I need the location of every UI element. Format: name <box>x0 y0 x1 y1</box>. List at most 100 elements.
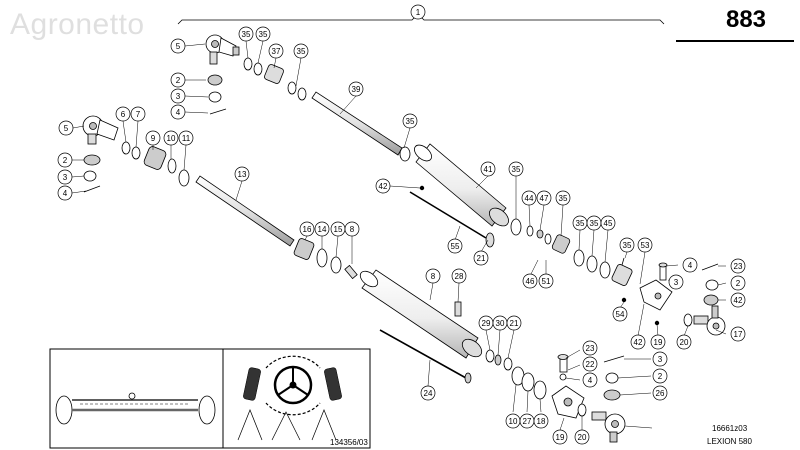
cylinder-tube-41-part <box>414 143 509 227</box>
part-callout: 16 <box>299 221 315 237</box>
part-callout-number: 10 <box>167 134 176 143</box>
nut-part <box>83 154 101 166</box>
seal-ring-part <box>287 81 297 95</box>
seal-ring-part <box>464 372 472 384</box>
part-callout-number: 10 <box>509 417 518 426</box>
part-callout-number: 14 <box>318 225 327 234</box>
part-callout: 8 <box>344 221 360 237</box>
part-callout-number: 39 <box>352 85 361 94</box>
part-callout: 3 <box>652 351 668 367</box>
seal-ring-part <box>167 158 177 174</box>
part-callout: 15 <box>330 221 346 237</box>
part-callout-number: 53 <box>641 241 650 250</box>
seal-ring-part <box>526 225 534 237</box>
seal-ring-part <box>586 255 598 273</box>
part-callout-number: 37 <box>272 47 281 56</box>
threaded-sleeve-part <box>264 64 284 84</box>
seal-ring-part <box>121 141 131 155</box>
assembly-callout: 1 <box>410 4 426 20</box>
part-callout-number: 46 <box>526 277 535 286</box>
part-callout-number: 3 <box>63 173 68 182</box>
seal-ring-part <box>131 146 141 160</box>
grease-nipple-part <box>419 185 425 191</box>
part-callout: 5 <box>170 38 186 54</box>
part-callout: 3 <box>668 274 684 290</box>
part-callout: 39 <box>348 81 364 97</box>
part-callout-number: 8 <box>431 272 436 281</box>
seal-ring-part <box>503 357 513 371</box>
part-callout-number: 24 <box>424 389 433 398</box>
bolt-part <box>658 262 668 281</box>
part-callout: 35 <box>402 113 418 129</box>
part-callout: 42 <box>730 292 746 308</box>
part-callout-number: 35 <box>576 219 585 228</box>
part-callout: 44 <box>521 190 537 206</box>
cotter-pin-part <box>701 263 719 271</box>
part-callout: 51 <box>538 273 554 289</box>
part-callout: 21 <box>473 250 489 266</box>
part-callout: 29 <box>478 315 494 331</box>
part-callout: 35 <box>555 190 571 206</box>
upper-tie-rod-group <box>205 34 726 336</box>
part-callout-number: 22 <box>586 360 595 369</box>
part-callout: 17 <box>730 326 746 342</box>
part-callout: 4 <box>582 372 598 388</box>
seal-ring-part <box>316 248 328 268</box>
part-callout: 6 <box>115 106 131 122</box>
part-callout: 46 <box>522 273 538 289</box>
part-callout-number: 47 <box>540 194 549 203</box>
part-callout: 35 <box>619 237 635 253</box>
part-callout-number: 35 <box>559 194 568 203</box>
tie-rod-end-part <box>693 305 726 336</box>
part-callout-number: 35 <box>297 47 306 56</box>
grease-nipple-part <box>454 301 462 317</box>
bushing-part <box>293 238 315 260</box>
part-callout: 42 <box>375 178 391 194</box>
part-callout-number: 55 <box>451 242 460 251</box>
inset-vehicle-axle <box>49 348 224 449</box>
lower-tie-rod-group <box>82 115 626 443</box>
part-callout-number: 17 <box>734 330 743 339</box>
part-callout: 35 <box>572 215 588 231</box>
part-callout: 10 <box>163 130 179 146</box>
tie-rod-end-part <box>205 34 240 65</box>
part-callout: 5 <box>58 120 74 136</box>
part-callout-number: 35 <box>512 165 521 174</box>
part-callout: 27 <box>519 413 535 429</box>
seal-ring-part <box>533 380 547 400</box>
part-callout-number: 3 <box>176 92 181 101</box>
page-number: 883 <box>725 6 767 33</box>
part-callout: 2 <box>170 72 186 88</box>
part-callout-number: 19 <box>654 338 663 347</box>
part-callout-number: 16 <box>303 225 312 234</box>
part-callout: 9 <box>145 130 161 146</box>
bolt-part <box>557 354 569 373</box>
clevis-part <box>551 385 585 419</box>
part-callout-number: 13 <box>238 170 247 179</box>
part-callout: 42 <box>630 334 646 350</box>
part-callout-number: 42 <box>634 338 643 347</box>
part-callout-number: 42 <box>379 182 388 191</box>
boot-ring-part <box>399 146 411 162</box>
part-callout-number: 20 <box>680 338 689 347</box>
cotter-pin-part <box>603 355 625 363</box>
leader-lines <box>71 40 727 431</box>
seal-ring-part <box>599 261 611 279</box>
part-callout-number: 21 <box>477 254 486 263</box>
grease-nipple-part <box>621 297 627 303</box>
drawing-code: 134356/03 <box>330 438 368 447</box>
nut-part <box>603 389 621 401</box>
assembly-callout-number: 1 <box>416 8 421 17</box>
seal-ring-part <box>297 87 307 101</box>
seal-ring-part <box>573 249 585 267</box>
part-callout: 35 <box>255 26 271 42</box>
plate-55-part <box>485 232 495 248</box>
seal-ring-part <box>494 354 502 366</box>
model-label: LEXION 580 <box>707 437 752 446</box>
part-callout-number: 54 <box>616 310 625 319</box>
seal-ring-part <box>510 218 522 236</box>
part-callout: 4 <box>682 257 698 273</box>
seal-ring-part <box>178 169 190 187</box>
part-callout: 14 <box>314 221 330 237</box>
watermark: Agronetto <box>10 8 145 41</box>
